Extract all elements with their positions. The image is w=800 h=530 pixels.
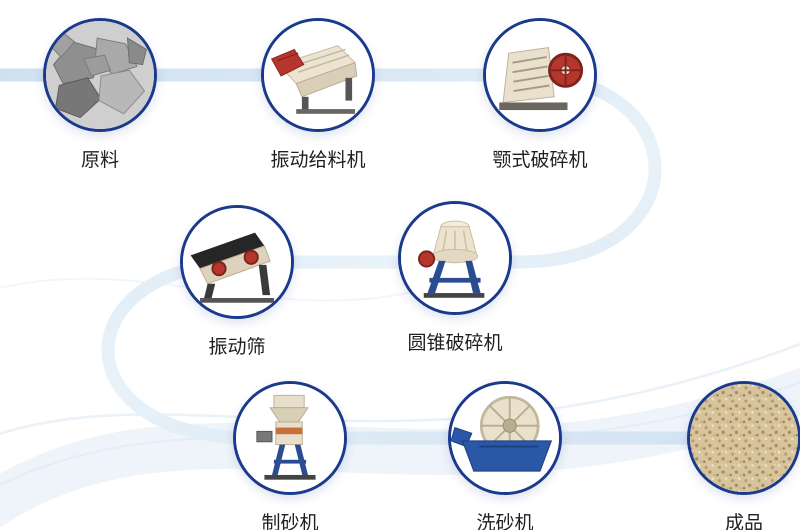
node-label: 振动筛 — [208, 337, 266, 358]
rocks-image — [46, 21, 154, 129]
sand-washing-machine-photo — [448, 381, 562, 495]
jaw-crusher-photo — [483, 18, 597, 132]
node-sand-washing-machine: 洗砂机 — [448, 381, 562, 530]
vibrating-screen-photo — [180, 205, 294, 319]
jaw-crusher-image — [486, 21, 594, 129]
sand-product-image — [690, 384, 798, 492]
cone-crusher-image — [401, 204, 509, 312]
sand-washing-machine-image — [451, 384, 559, 492]
sand-making-machine-image — [236, 384, 344, 492]
vibrating-feeder-image — [264, 21, 372, 129]
node-label: 成品 — [724, 513, 763, 530]
node-label: 圆锥破碎机 — [407, 333, 503, 354]
node-sand-making-machine: 制砂机 — [233, 381, 347, 530]
vibrating-feeder-photo — [261, 18, 375, 132]
node-finished-product: 成品 — [687, 381, 800, 530]
cone-crusher-photo — [398, 201, 512, 315]
node-label: 原料 — [80, 150, 119, 171]
node-label: 制砂机 — [261, 513, 319, 530]
node-jaw-crusher: 颚式破碎机 — [483, 18, 597, 172]
node-cone-crusher: 圆锥破碎机 — [398, 201, 512, 355]
node-label: 颚式破碎机 — [492, 150, 588, 171]
sand-making-machine-photo — [233, 381, 347, 495]
node-label: 振动给料机 — [270, 150, 366, 171]
node-vibrating-screen: 振动筛 — [180, 205, 294, 359]
node-label: 洗砂机 — [476, 513, 534, 530]
node-vibrating-feeder: 振动给料机 — [261, 18, 375, 172]
vibrating-screen-image — [183, 208, 291, 316]
finished-product-photo — [687, 381, 800, 495]
node-raw-material: 原料 — [43, 18, 157, 172]
raw-material-photo — [43, 18, 157, 132]
